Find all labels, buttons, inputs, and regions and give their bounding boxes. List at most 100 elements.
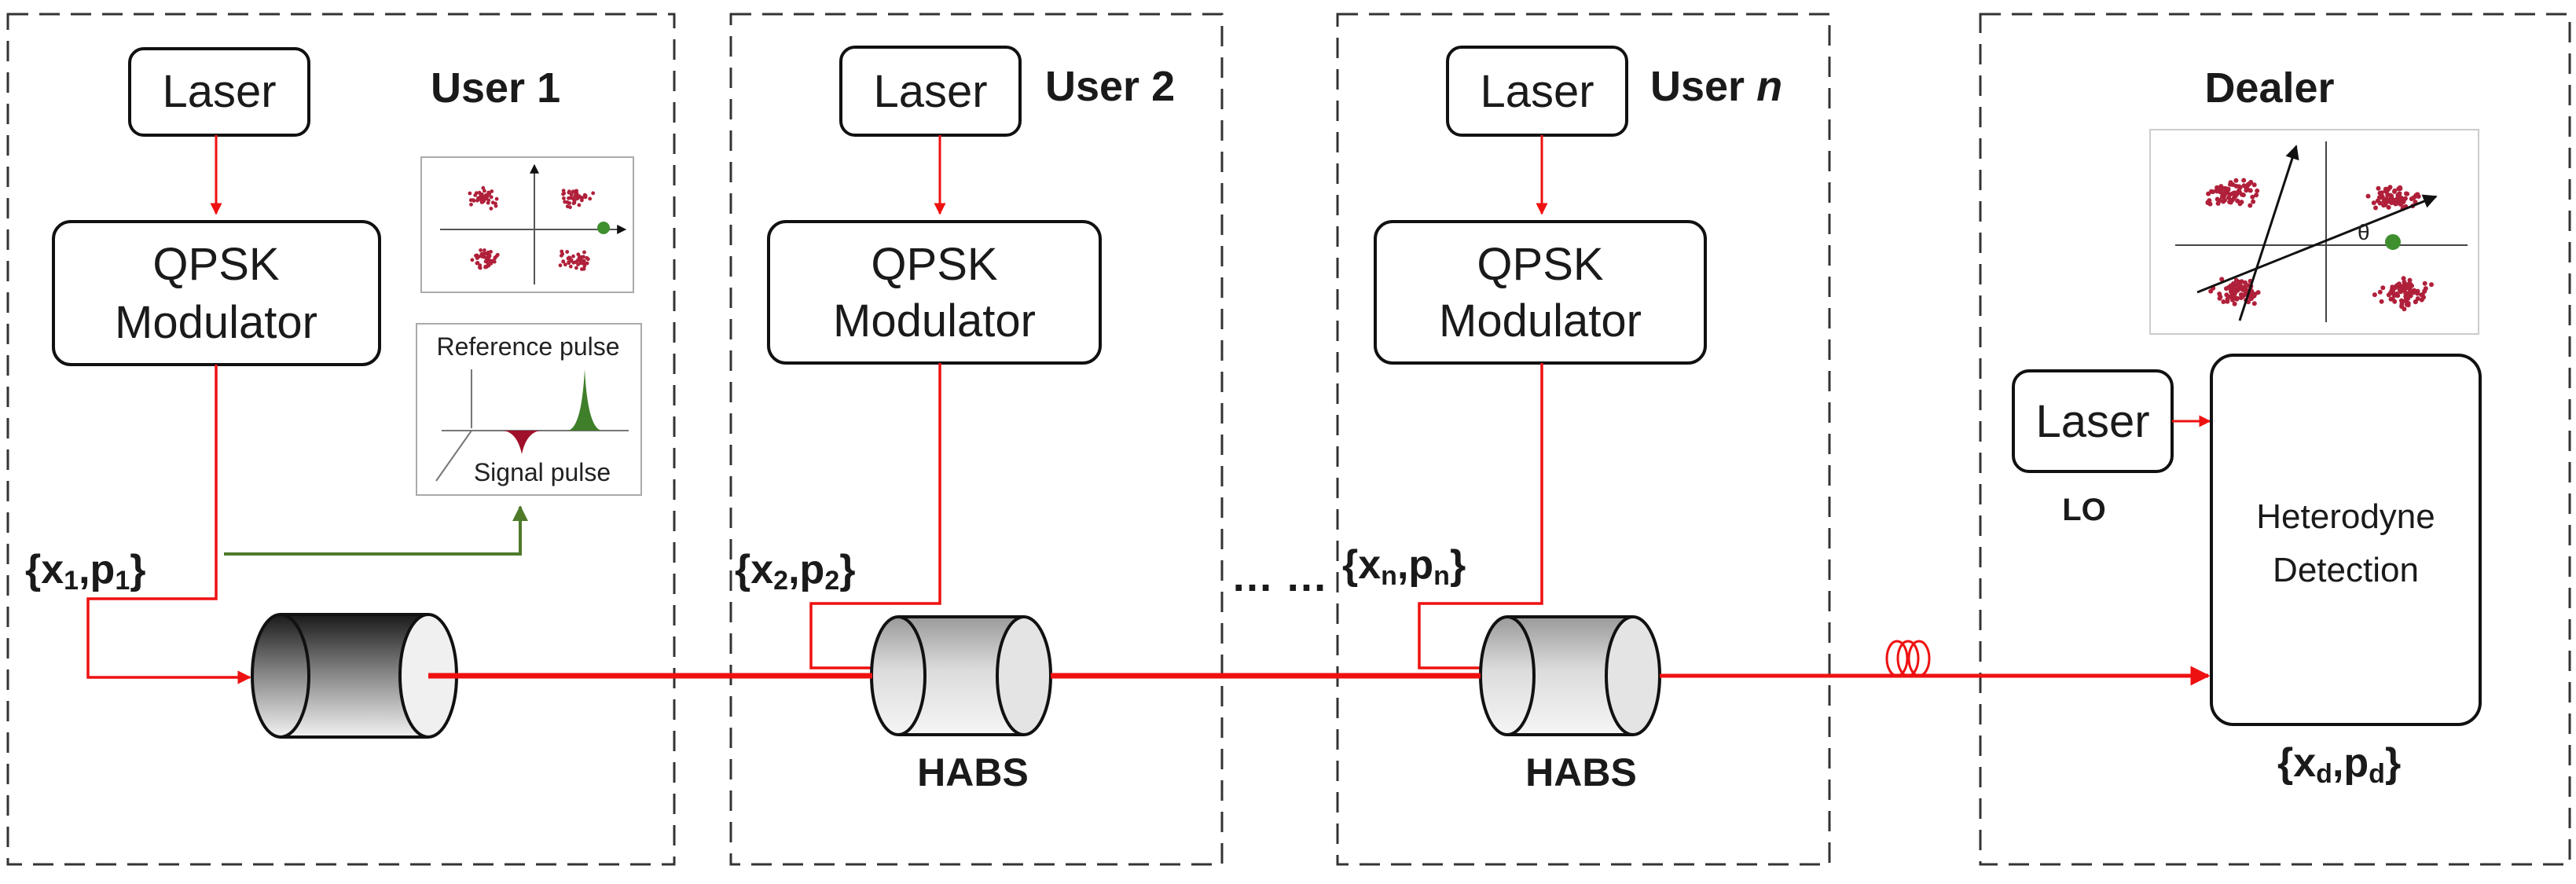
constellation-point <box>2407 277 2413 283</box>
constellation-point <box>2401 276 2406 281</box>
constellation-point <box>2399 302 2405 306</box>
constellation-point <box>2254 193 2259 198</box>
dealer-title: Dealer <box>2204 64 2334 112</box>
constellation-point <box>473 193 478 197</box>
constellation-point <box>2386 204 2391 210</box>
constellation-point <box>2419 297 2424 303</box>
constellation-point <box>495 252 500 257</box>
user1-feedback-arrow <box>224 505 528 556</box>
constellation-point <box>2377 289 2383 295</box>
constellation-point <box>494 201 497 206</box>
constellation-point <box>493 256 497 261</box>
constellation-point <box>469 202 473 207</box>
constellation-point <box>479 252 484 256</box>
constellation-point <box>494 196 499 201</box>
constellation-point <box>483 259 488 264</box>
constellation-point <box>2233 178 2239 183</box>
constellation-point <box>483 265 487 270</box>
constellation-point <box>585 261 589 266</box>
constellation-point <box>563 262 567 267</box>
constellation-point <box>2232 301 2237 306</box>
constellation-point <box>2392 299 2398 304</box>
usern-title: User n <box>1650 63 1782 110</box>
reference-pulse-shape <box>567 369 602 431</box>
user2-laser-box <box>839 46 1022 137</box>
constellation-point <box>574 266 578 270</box>
constellation-point <box>568 264 573 269</box>
user2-region <box>729 13 1224 866</box>
constellation-point <box>483 248 486 252</box>
constellation-point <box>580 198 584 203</box>
constellation-point <box>477 190 482 195</box>
constellation-point <box>2231 285 2237 291</box>
constellation-point <box>2380 194 2385 200</box>
reference-pulse-label: Reference pulse <box>436 332 619 361</box>
constellation-point <box>2219 277 2225 282</box>
constellation-point <box>486 255 491 259</box>
constellation-point <box>486 262 490 266</box>
constellation-point <box>483 189 486 193</box>
constellation-point <box>2389 200 2394 206</box>
constellation-point <box>2376 185 2381 191</box>
constellation-point <box>468 191 472 196</box>
constellation-point <box>2407 286 2413 292</box>
constellation-point <box>575 196 579 200</box>
constellation-point <box>492 259 497 264</box>
constellation-point <box>2250 194 2255 200</box>
constellation-point <box>2415 192 2420 197</box>
constellation-point <box>2255 290 2261 295</box>
user1-source-cylinder <box>251 613 458 739</box>
user1-mod-line2: Modulator <box>115 297 317 348</box>
user1-title: User 1 <box>431 64 560 112</box>
constellation-point <box>479 248 483 252</box>
constellation-point <box>2248 203 2253 208</box>
constellation-point <box>2388 296 2394 302</box>
constellation-point <box>2215 200 2221 206</box>
constellation-point <box>2392 189 2397 194</box>
detector-line2: Detection <box>2273 551 2419 589</box>
constellation-point <box>2415 296 2420 301</box>
constellation-point <box>2248 179 2254 185</box>
usern-modulator-box <box>1374 220 1707 365</box>
constellation-point <box>582 193 587 197</box>
constellation-point <box>576 258 581 262</box>
constellation-point <box>582 255 585 259</box>
constellation-point <box>2230 191 2236 196</box>
constellation-point <box>2206 191 2211 196</box>
signal-pulse-shape <box>503 431 541 454</box>
constellation-point <box>2251 301 2257 306</box>
usern-mod-line2: Modulator <box>1439 295 1642 347</box>
constellation-point <box>2230 197 2235 203</box>
constellation-point <box>2234 296 2240 302</box>
constellation-point <box>489 195 494 200</box>
constellation-point <box>2251 199 2256 204</box>
usern-habs-cylinder <box>1479 615 1661 736</box>
constellation-point <box>486 258 491 262</box>
user2-quadrature-label: {x2,p2} <box>735 547 855 596</box>
constellation-point <box>2237 189 2242 195</box>
fiber-coil-icon <box>1885 640 1931 677</box>
constellation-point <box>2226 187 2231 193</box>
user2-habs-label: HABS <box>917 750 1029 794</box>
constellation-point <box>2235 198 2240 204</box>
constellation-point <box>558 263 563 268</box>
constellation-point <box>2398 287 2404 292</box>
usern-mod-line1: QPSK <box>1477 239 1603 290</box>
constellation-point <box>567 196 571 200</box>
constellation-point <box>567 201 571 205</box>
dealer-laser-label: Laser <box>2035 396 2149 447</box>
constellation-point <box>585 255 589 260</box>
usern-quadrature-label: {xn,pn} <box>1342 542 1466 591</box>
constellation-point <box>2222 197 2227 203</box>
constellation-point <box>569 258 574 262</box>
user1-state-dot <box>597 222 610 234</box>
constellation-point <box>560 249 564 254</box>
constellation-point <box>2422 281 2427 286</box>
constellation-point <box>482 199 486 204</box>
dealer-lo-label: LO <box>2062 493 2106 527</box>
constellation-point <box>483 251 487 256</box>
constellation-point <box>481 185 486 190</box>
constellation-point <box>582 266 586 271</box>
constellation-point <box>588 196 593 201</box>
constellation-point <box>562 191 567 196</box>
